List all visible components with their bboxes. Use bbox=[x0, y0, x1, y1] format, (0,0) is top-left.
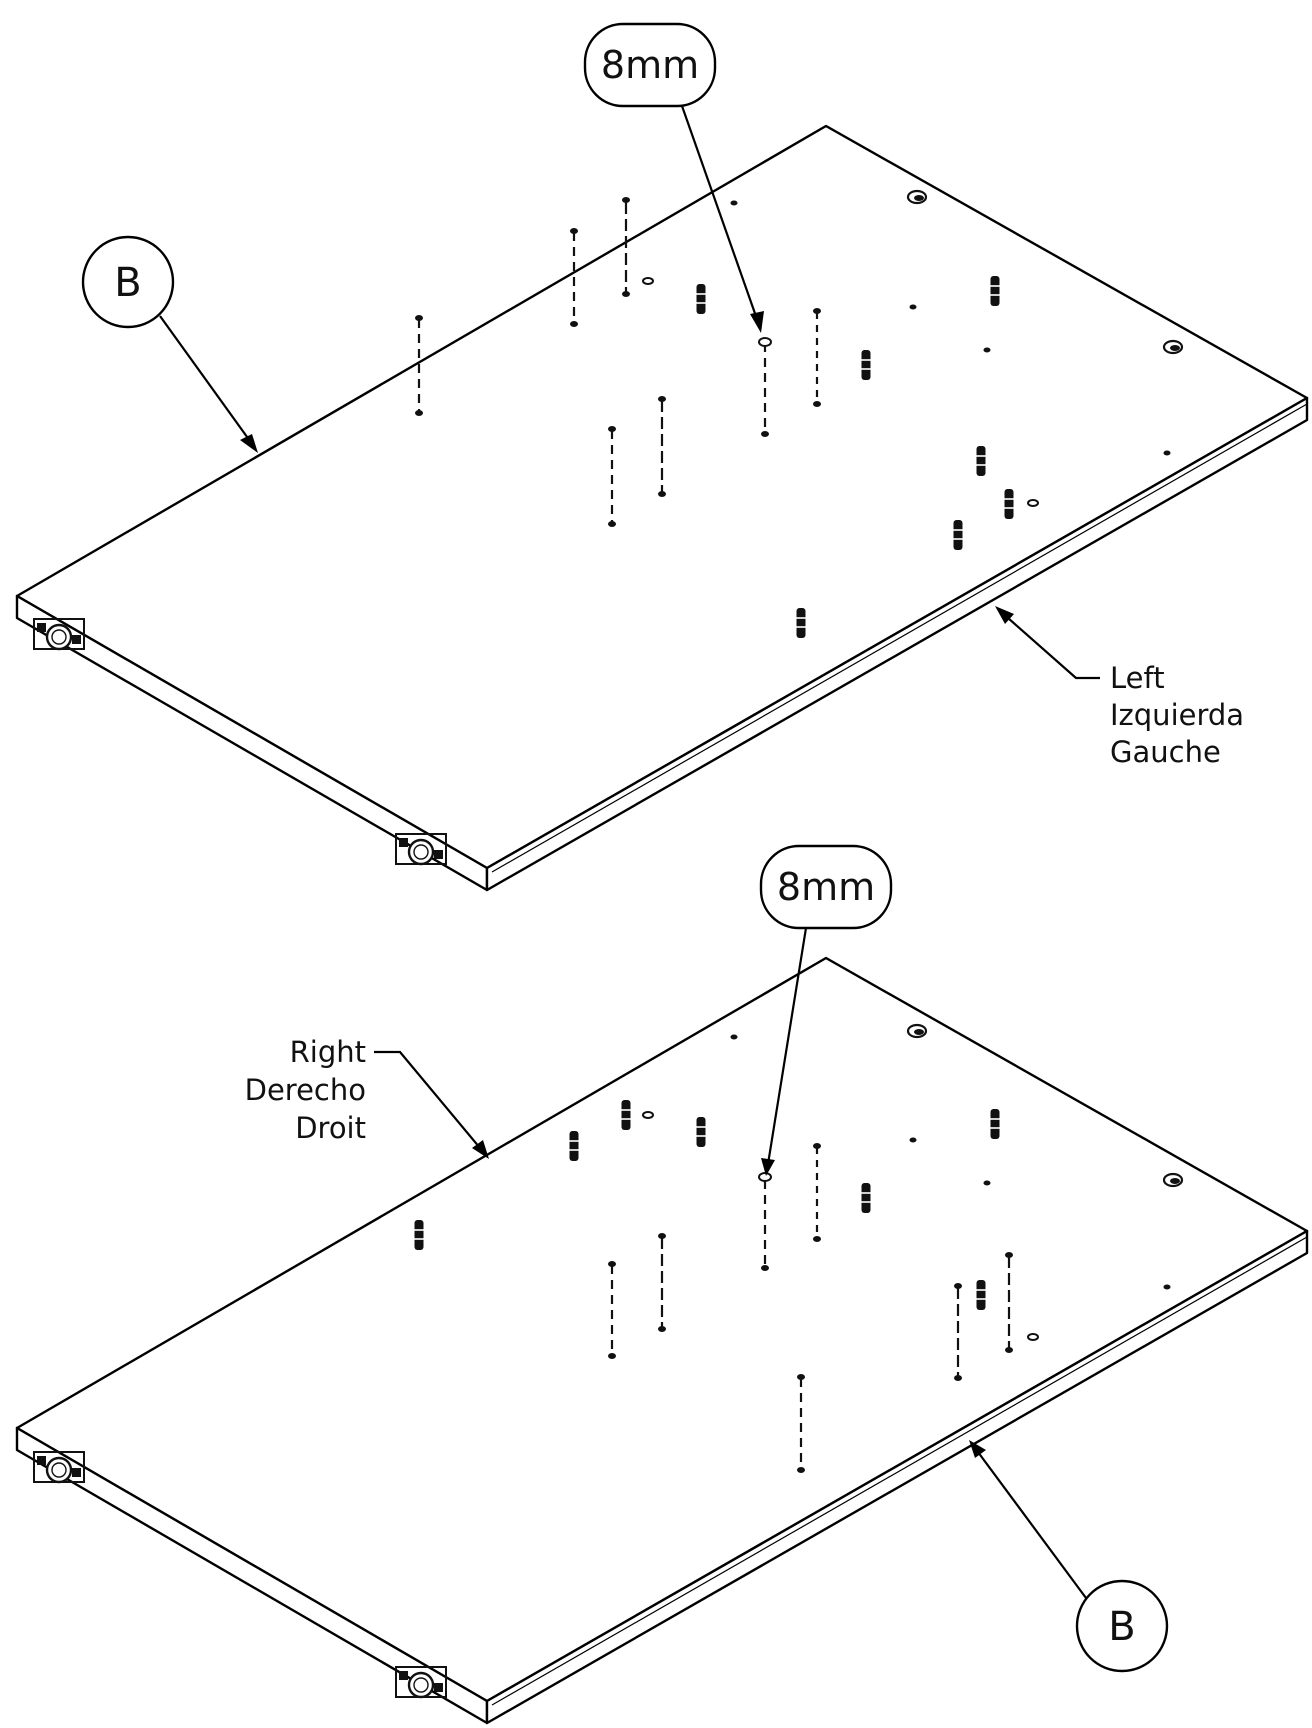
cam-bolt-icon bbox=[989, 275, 1001, 307]
callout-8mm-bottom-text: 8mm bbox=[777, 865, 875, 909]
label-right-fr: Droit bbox=[295, 1111, 366, 1145]
cam-bolt-icon bbox=[952, 519, 964, 551]
label-right-es: Derecho bbox=[245, 1073, 366, 1107]
cam-bolt-icon bbox=[695, 283, 707, 315]
callout-b-bottom-text: B bbox=[1108, 1604, 1135, 1650]
cam-bolt-icon bbox=[975, 445, 987, 477]
bottom-panel bbox=[15, 956, 1309, 1725]
callout-8mm-bottom: 8mm bbox=[759, 844, 893, 1176]
callout-b-bottom: B bbox=[969, 1440, 1169, 1673]
label-left-group: Left Izquierda Gauche bbox=[995, 606, 1244, 769]
screw-insertions bbox=[610, 1147, 1011, 1469]
label-right-group: Right Derecho Droit bbox=[245, 1035, 489, 1159]
cam-bolt-icon bbox=[568, 1130, 580, 1162]
label-left-en: Left bbox=[1110, 661, 1165, 695]
cam-bolt-icon bbox=[695, 1116, 707, 1148]
callout-8mm-top: 8mm bbox=[583, 22, 764, 333]
cam-bolt-icon bbox=[795, 607, 807, 639]
cam-bolt-icon bbox=[860, 349, 872, 381]
callout-b-top: B bbox=[81, 235, 258, 453]
top-panel-side-edge bbox=[485, 396, 1309, 892]
label-right-en: Right bbox=[290, 1035, 366, 1069]
cam-bolt-icon bbox=[860, 1182, 872, 1214]
cam-bolt-icon bbox=[1003, 488, 1015, 520]
top-panel bbox=[15, 124, 1309, 892]
screw-insertions bbox=[417, 202, 819, 523]
cam-bolt-icon bbox=[413, 1219, 425, 1251]
label-left-es: Izquierda bbox=[1110, 698, 1244, 732]
callout-8mm-top-text: 8mm bbox=[601, 43, 699, 87]
cam-bolt-icon bbox=[975, 1279, 987, 1311]
bottom-panel-side-edge bbox=[485, 1229, 1309, 1725]
label-left-fr: Gauche bbox=[1110, 735, 1221, 769]
cam-bolt-icon bbox=[989, 1108, 1001, 1140]
cam-bolt-icon bbox=[620, 1099, 632, 1131]
callout-b-top-text: B bbox=[114, 260, 141, 306]
